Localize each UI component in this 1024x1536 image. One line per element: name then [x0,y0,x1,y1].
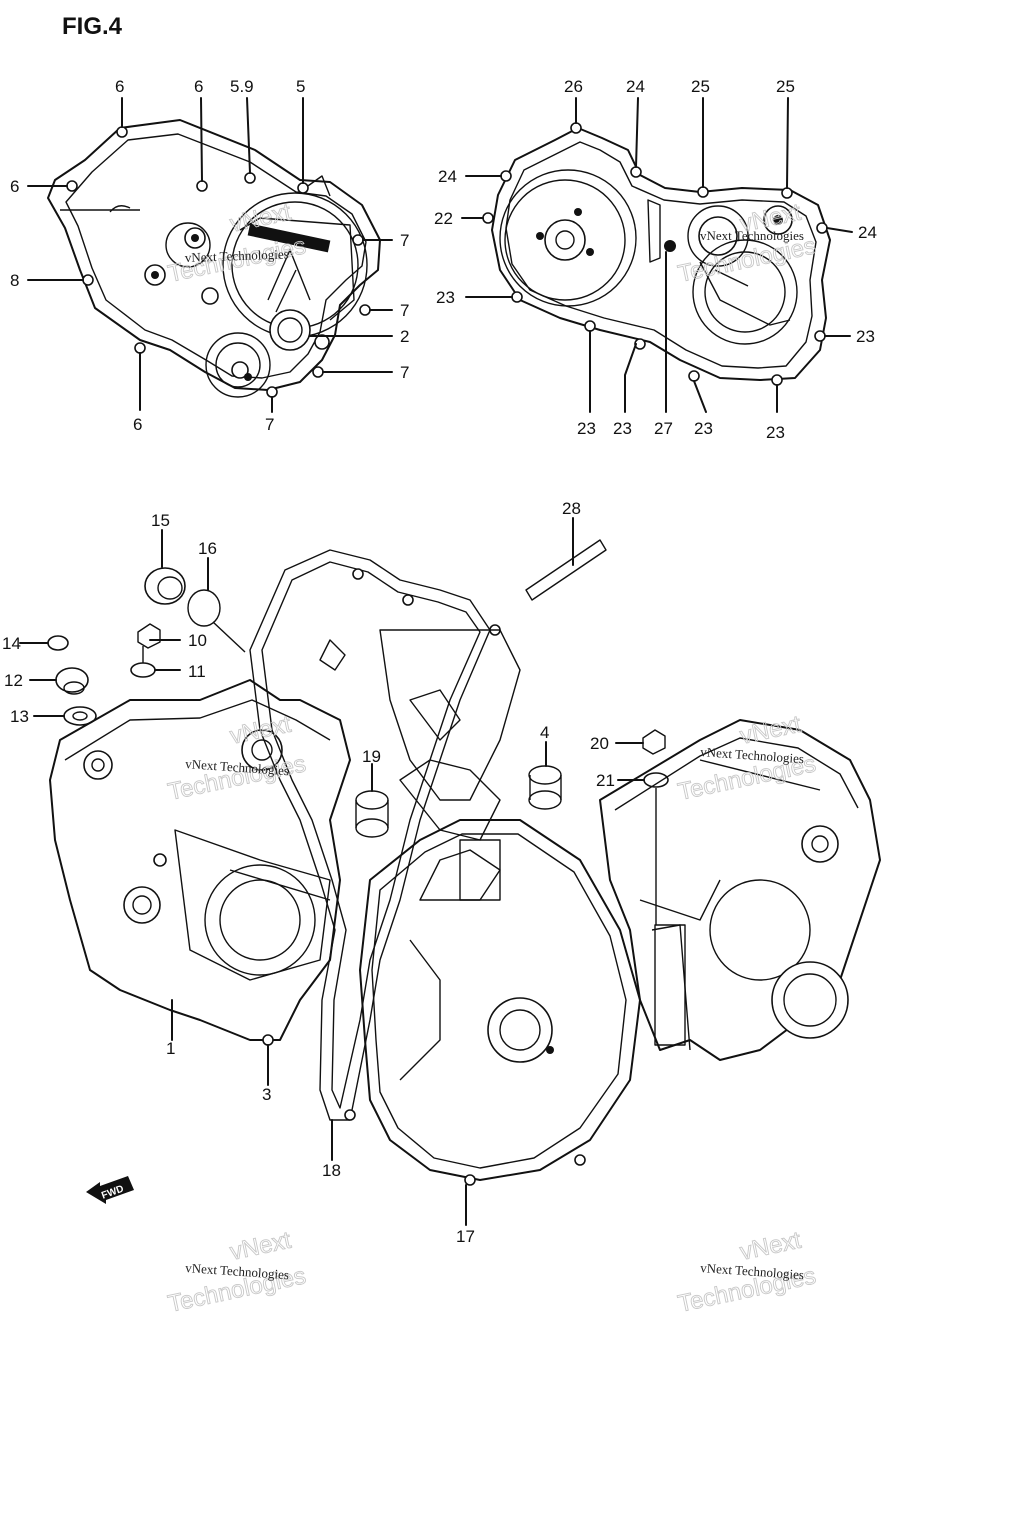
figure-title: FIG.4 [62,13,123,40]
watermark-word: vNext [738,711,804,750]
callout-19: 19 [362,747,381,766]
callout-23: 23 [577,419,596,438]
callout-26: 26 [564,77,583,96]
callout-5-9: 5.9 [230,77,254,96]
watermark-word: vNext [738,1227,804,1266]
watermark-word: vNext [228,711,294,750]
watermark-text: vNext Technologies [700,228,804,243]
watermark-text: vNext Technologies [700,744,805,766]
callout-7: 7 [265,415,274,434]
callout-7: 7 [400,301,409,320]
callout-5: 5 [296,77,305,96]
left-engine-cover: 6 6 5.9 5 6 7 8 7 2 7 6 7 [10,77,409,434]
callout-23: 23 [613,419,632,438]
callout-28: 28 [562,499,581,518]
watermark-text: vNext Technologies [185,1260,290,1282]
callout-21: 21 [596,771,615,790]
callout-8: 8 [10,271,19,290]
callout-24: 24 [438,167,457,186]
watermark-group: vNext Technologies vNext Technologies vN… [165,198,819,1318]
callout-23: 23 [694,419,713,438]
callout-20: 20 [590,734,609,753]
watermark-word: vNext [228,1227,294,1266]
callout-12: 12 [4,671,23,690]
callout-22: 22 [434,209,453,228]
callout-6: 6 [133,415,142,434]
callout-25: 25 [776,77,795,96]
callout-24: 24 [626,77,645,96]
callout-6: 6 [194,77,203,96]
callout-27: 27 [654,419,673,438]
callout-7: 7 [400,231,409,250]
callout-11: 11 [188,662,206,681]
callout-18: 18 [322,1161,341,1180]
callout-24: 24 [858,223,877,242]
callout-17: 17 [456,1227,475,1246]
callout-14: 14 [2,634,21,653]
callout-10: 10 [188,631,207,650]
callout-4: 4 [540,723,549,742]
callout-15: 15 [151,511,170,530]
callout-13: 13 [10,707,29,726]
callout-3: 3 [262,1085,271,1104]
callout-25: 25 [691,77,710,96]
watermark-text: vNext Technologies [700,1260,805,1282]
callout-6: 6 [115,77,124,96]
callout-16: 16 [198,539,217,558]
callout-6: 6 [10,177,19,196]
callout-23: 23 [856,327,875,346]
watermark-text: vNext Technologies [185,756,290,778]
callout-23: 23 [436,288,455,307]
callout-7: 7 [400,363,409,382]
right-engine-cover: 26 24 25 25 24 22 24 23 23 23 23 27 23 2… [434,77,877,442]
callout-23: 23 [766,423,785,442]
crankcase-assembly: FWD 15 16 28 14 10 12 11 13 20 4 19 21 1… [2,499,881,1246]
watermark-text: vNext Technologies [185,246,289,265]
callout-2: 2 [400,327,409,346]
callout-1: 1 [166,1039,175,1058]
